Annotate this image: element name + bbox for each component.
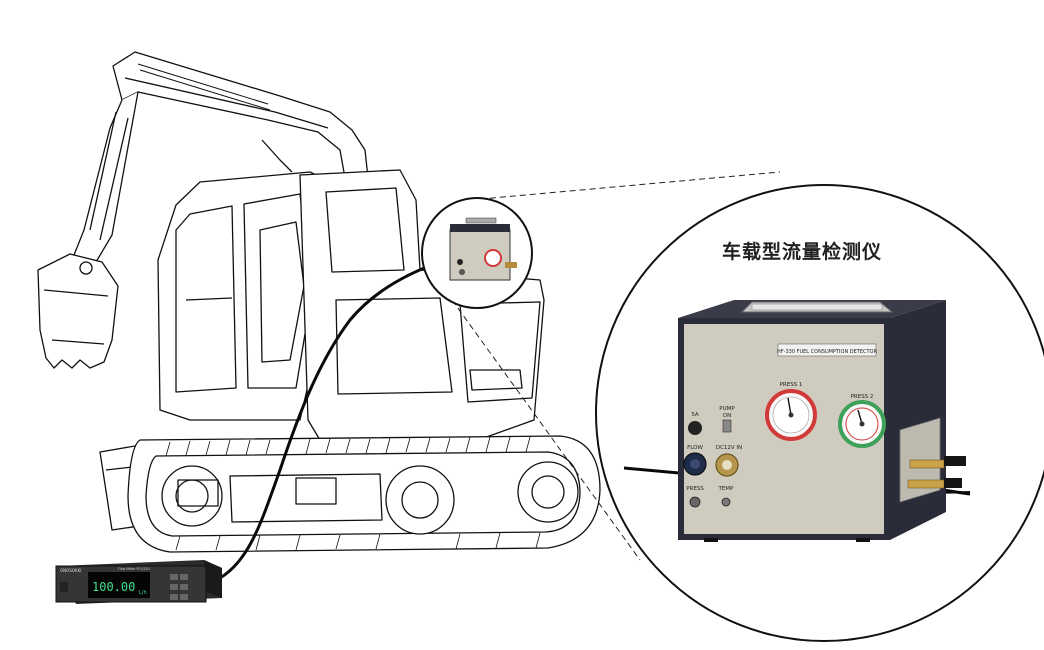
dc12v-label: DC12V IN — [716, 445, 742, 451]
nameplate-label: HF-330 FUEL CONSUMPTION DETECTOR — [777, 349, 877, 355]
press-label: PRESS — [686, 486, 704, 492]
detector-small-callout — [422, 198, 532, 308]
pump-label: PUMP — [719, 406, 735, 412]
display-brand: ONOSOKKI — [60, 568, 81, 573]
detector-device — [678, 300, 966, 542]
display-unit-label: L/h — [139, 590, 147, 596]
press1-label: PRESS 1 — [780, 382, 803, 388]
callout-title: 车载型流量检测仪 — [722, 237, 902, 267]
press2-label: PRESS 2 — [851, 394, 874, 400]
flow-label: FLOW — [687, 445, 703, 451]
pump-on-label: ON — [723, 413, 731, 419]
excavator — [38, 52, 600, 552]
fuse-label: 5A — [691, 412, 698, 418]
display-reading: 100.00 — [92, 580, 135, 594]
temp-label: TEMP — [718, 486, 735, 492]
display-model: Flow Meter FP-0130 — [118, 567, 149, 571]
